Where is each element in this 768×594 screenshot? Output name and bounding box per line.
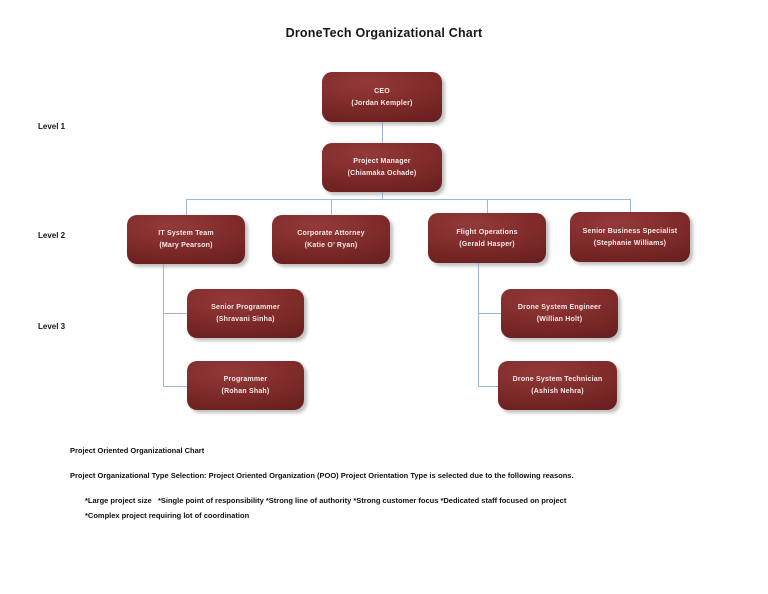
node-flight-operations: Flight Operations (Gerald Hasper) (428, 213, 546, 263)
node-person: (Willian Holt) (536, 316, 583, 323)
node-project-manager: Project Manager (Chiamaka Ochade) (322, 143, 442, 192)
node-corporate-attorney: Corporate Attorney (Katie O’ Ryan) (272, 215, 390, 264)
node-senior-business-specialist: Senior Business Specialist (Stephanie Wi… (570, 212, 690, 262)
connector-level2-bus (186, 199, 631, 200)
node-senior-programmer: Senior Programmer (Shravani Sinha) (187, 289, 304, 338)
node-person: (Jordan Kempler) (351, 99, 413, 107)
node-person: (Rohan Shah) (221, 388, 270, 395)
node-role: Project Manager (353, 158, 411, 165)
node-person: (Ashish Nehra) (531, 388, 584, 395)
connector-pm-to-bus (382, 192, 383, 199)
node-person: (Gerald Hasper) (459, 240, 515, 248)
level-3-label: Level 3 (38, 322, 66, 331)
connector-branch-programmer (163, 386, 187, 387)
page-title: DroneTech Organizational Chart (285, 26, 483, 40)
node-role: IT System Team (158, 230, 214, 237)
connector-branch-drone-system-technician (478, 386, 501, 387)
level-2-label: Level 2 (38, 231, 66, 240)
node-person: (Mary Pearson) (159, 242, 213, 249)
node-person: (Chiamaka Ochade) (347, 170, 417, 177)
connector-it-team-branch-vertical (163, 264, 164, 387)
note-reasons-line1: *Large project size *Single point of res… (85, 496, 567, 505)
connector-drop-it-system-team (186, 199, 187, 215)
node-role: Senior Business Specialist (582, 227, 678, 235)
node-drone-system-technician: Drone System Technician (Ashish Nehra) (498, 361, 617, 410)
node-person: (Shravani Sinha) (216, 316, 275, 323)
node-it-system-team: IT System Team (Mary Pearson) (127, 215, 245, 264)
note-heading: Project Oriented Organizational Chart (70, 446, 205, 455)
node-role: Drone System Engineer (517, 304, 602, 311)
node-ceo: CEO (Jordan Kempler) (322, 72, 442, 122)
node-role: Drone System Technician (512, 376, 603, 383)
connector-branch-senior-programmer (163, 313, 187, 314)
connector-drop-senior-business-specialist (630, 199, 631, 212)
connector-drop-corporate-attorney (331, 199, 332, 215)
connector-branch-drone-system-engineer (478, 313, 501, 314)
connector-flight-ops-branch-vertical (478, 263, 479, 387)
note-reasons-line2: *Complex project requiring lot of coordi… (85, 511, 250, 520)
node-drone-system-engineer: Drone System Engineer (Willian Holt) (501, 289, 618, 338)
connector-drop-flight-operations (487, 199, 488, 213)
node-person: (Katie O’ Ryan) (304, 242, 358, 249)
node-role: CEO (374, 87, 390, 95)
connector-ceo-to-pm (382, 122, 383, 143)
node-role: Corporate Attorney (297, 230, 365, 237)
note-selection: Project Organizational Type Selection: P… (70, 471, 574, 480)
node-role: Senior Programmer (211, 304, 280, 311)
node-programmer: Programmer (Rohan Shah) (187, 361, 304, 410)
node-person: (Stephanie Williams) (593, 239, 667, 247)
node-role: Programmer (223, 376, 268, 383)
node-role: Flight Operations (456, 228, 518, 236)
level-1-label: Level 1 (38, 122, 66, 131)
